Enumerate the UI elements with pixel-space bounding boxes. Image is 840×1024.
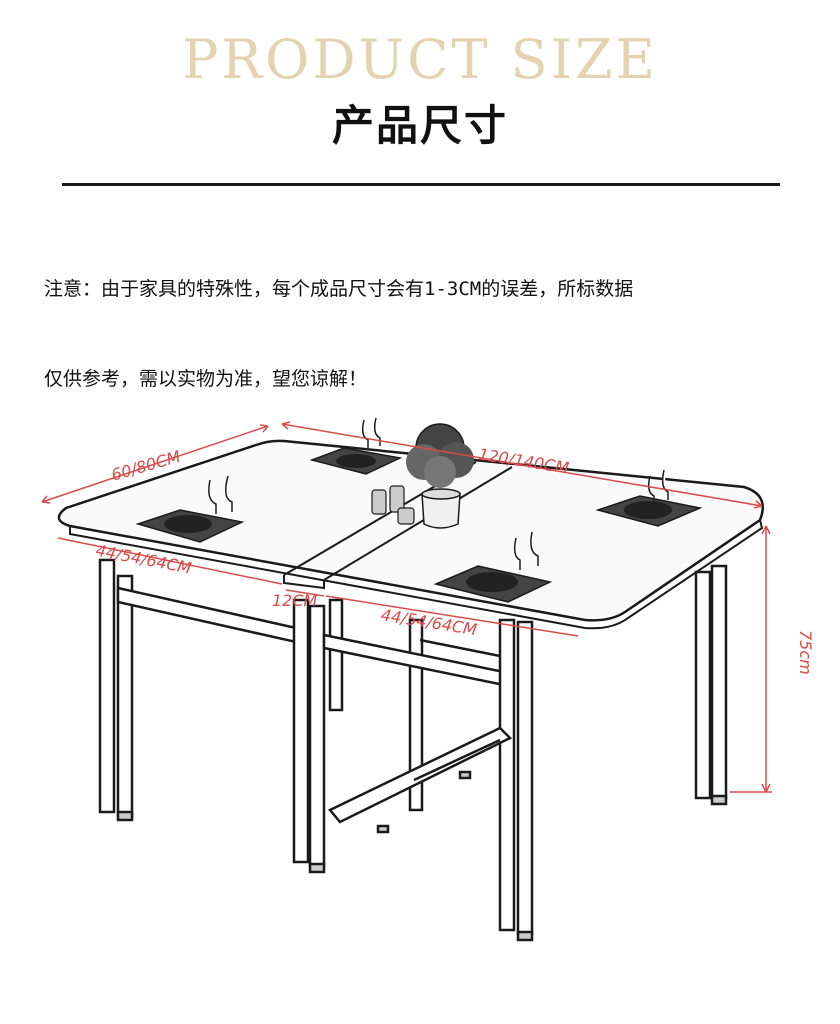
table-top bbox=[57, 439, 764, 630]
size-note-line-1: 注意：由于家具的特殊性，每个成品尺寸会有1-3CM的误差，所标数据 bbox=[44, 278, 634, 300]
centerpiece bbox=[406, 423, 474, 529]
title-chinese: 产品尺寸 bbox=[331, 101, 508, 150]
wine-glasses bbox=[208, 417, 669, 570]
dimension-lines bbox=[41, 421, 772, 793]
dimension-right-leaf-label: 44/54/64CM bbox=[380, 605, 479, 639]
table-frame bbox=[98, 558, 728, 942]
dimension-middle-label: 12CM bbox=[272, 591, 318, 610]
title-english: PRODUCT SIZE bbox=[182, 28, 658, 91]
condiment-jars bbox=[371, 485, 415, 525]
header-divider bbox=[62, 183, 780, 186]
plates bbox=[164, 454, 672, 592]
size-note-line-2: 仅供参考，需以实物为准，望您谅解！ bbox=[44, 368, 368, 390]
dimension-height-label: 75cm bbox=[796, 630, 815, 675]
size-note: 注意：由于家具的特殊性，每个成品尺寸会有1-3CM的误差，所标数据 仅供参考，需… bbox=[44, 214, 804, 424]
